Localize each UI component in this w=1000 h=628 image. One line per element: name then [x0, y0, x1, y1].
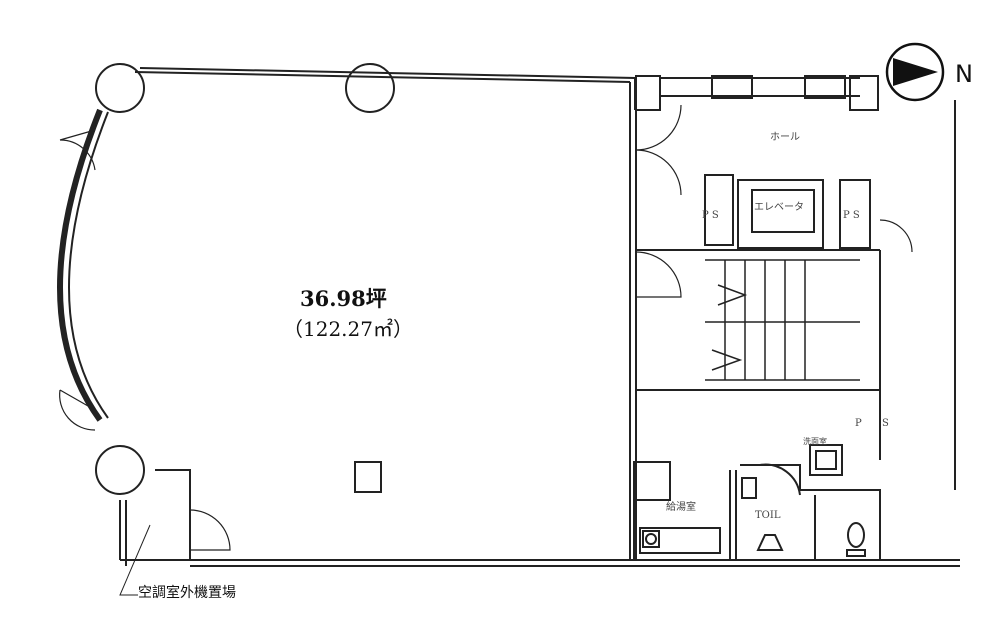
- south-wall: [190, 559, 960, 567]
- column: [354, 461, 382, 493]
- column: [95, 445, 145, 495]
- column: [95, 63, 145, 113]
- staircase: [705, 259, 860, 381]
- ps-left-label: P S: [702, 210, 719, 221]
- ps-right-label: P S: [843, 210, 860, 221]
- north-label: N: [955, 60, 973, 88]
- toilet-label: TOIL: [755, 510, 781, 521]
- column: [345, 63, 395, 113]
- ps-lower-s-label: S: [882, 418, 889, 429]
- area-sqm-label: （122.27㎡）: [283, 317, 413, 341]
- elevator-shaft: [737, 179, 824, 249]
- area-tsubo-label: 36.98坪: [300, 286, 387, 311]
- ps-lower-p-label: P: [855, 418, 862, 429]
- elevator-label: エレベータ: [754, 202, 804, 213]
- north-arrow-icon: [885, 42, 945, 102]
- washroom-label: 洗面室: [803, 437, 827, 446]
- kitchenette-label: 給湯室: [666, 502, 696, 513]
- doors: [59, 104, 913, 551]
- curved-facade: [57, 108, 103, 422]
- hall-label: ホール: [770, 132, 800, 143]
- outdoor-unit-label: 空調室外機置場: [138, 585, 236, 601]
- core-wall: [629, 82, 637, 560]
